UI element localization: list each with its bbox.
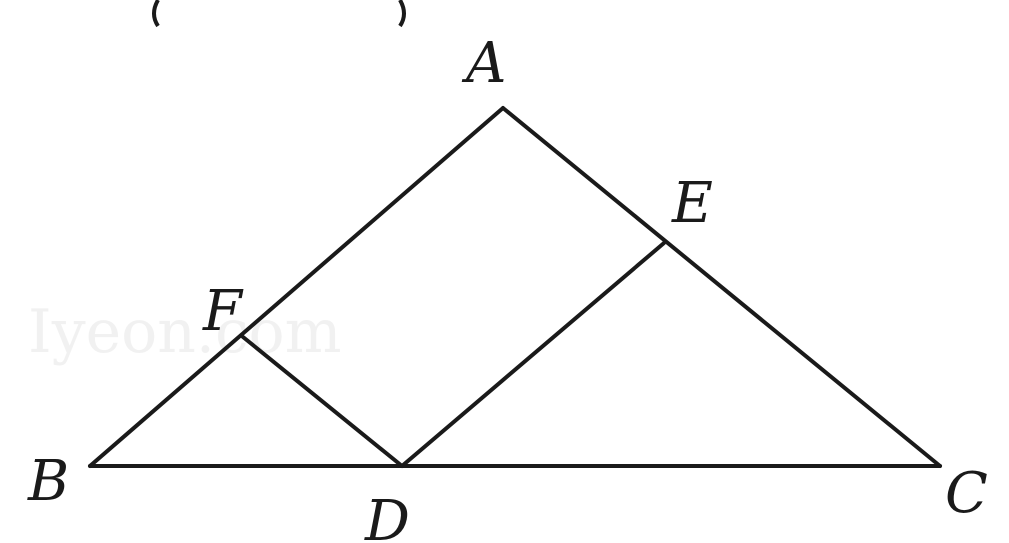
segment-fd <box>241 335 404 468</box>
label-point-c: C <box>945 461 988 526</box>
cut-off-text-fragment-left <box>152 0 160 28</box>
label-point-d: D <box>364 489 410 543</box>
cut-off-text-fragment-right <box>398 0 406 28</box>
segment-ac <box>501 106 942 468</box>
label-point-f: F <box>202 279 244 344</box>
segment-ab <box>88 106 505 468</box>
label-point-e: E <box>671 171 713 236</box>
segment-de <box>400 241 666 468</box>
watermark: Iyeon.com <box>28 297 342 367</box>
segments-group <box>88 106 942 468</box>
label-point-a: A <box>461 31 506 96</box>
label-point-b: B <box>27 449 69 514</box>
